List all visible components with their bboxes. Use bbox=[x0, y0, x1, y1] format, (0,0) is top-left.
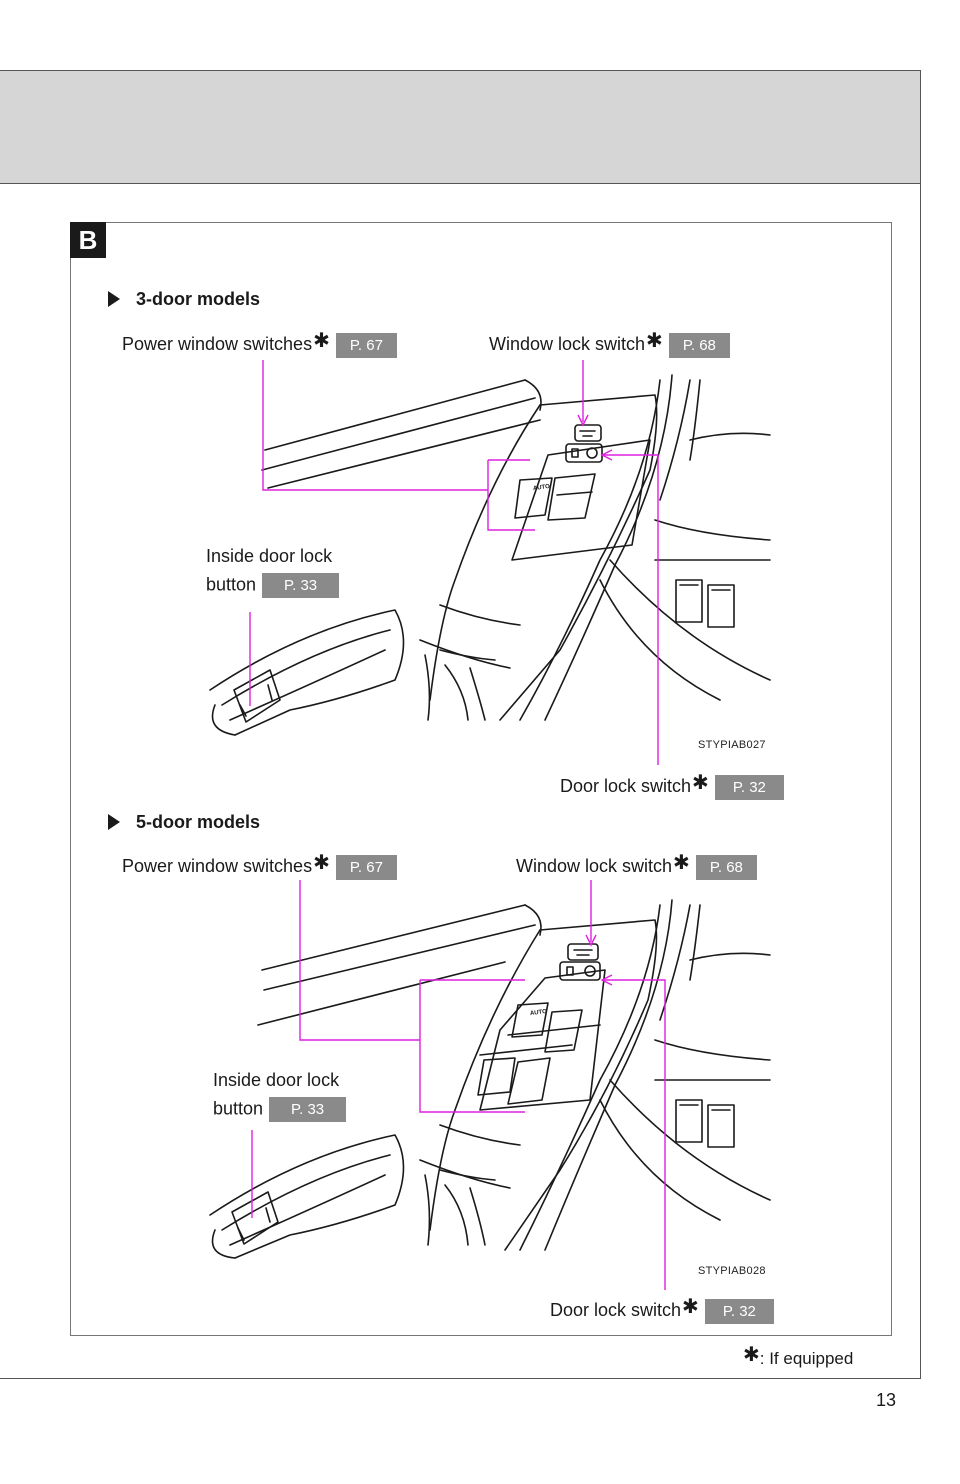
page-ref-badge[interactable]: P. 68 bbox=[668, 332, 730, 358]
callout-power-window-3door bbox=[262, 360, 488, 491]
page-frame bbox=[0, 182, 921, 1379]
footnote: ✱: If equipped bbox=[743, 1344, 854, 1368]
callout-door-lock-3door bbox=[603, 454, 659, 765]
asterisk-icon: ✱ bbox=[682, 1296, 699, 1318]
page-ref-badge[interactable]: P. 33 bbox=[262, 573, 340, 598]
callout-power-window-5door bbox=[299, 880, 420, 1041]
header-band bbox=[0, 70, 921, 184]
label-door-lock-switch-3door: Door lock switch✱P. 32 bbox=[560, 770, 784, 800]
heading-3door-models: 3-door models bbox=[108, 289, 260, 310]
page-ref-badge[interactable]: P. 32 bbox=[714, 774, 784, 800]
figure-code-5door: STYPIAB028 bbox=[698, 1265, 766, 1277]
figure-code-3door: STYPIAB027 bbox=[698, 739, 766, 751]
asterisk-icon: ✱ bbox=[743, 1344, 760, 1366]
label-window-lock-switch-3door: Window lock switch✱P. 68 bbox=[489, 328, 730, 358]
asterisk-icon: ✱ bbox=[313, 330, 330, 352]
page-ref-badge[interactable]: P. 32 bbox=[704, 1298, 774, 1324]
label-power-window-switches-5door: Power window switches✱P. 67 bbox=[122, 850, 397, 880]
asterisk-icon: ✱ bbox=[692, 772, 709, 794]
page-ref-badge[interactable]: P. 67 bbox=[335, 854, 397, 880]
triangle-bullet-icon bbox=[108, 814, 120, 830]
asterisk-icon: ✱ bbox=[673, 852, 690, 874]
heading-5door-models: 5-door models bbox=[108, 812, 260, 833]
triangle-bullet-icon bbox=[108, 291, 120, 307]
page-ref-badge[interactable]: P. 33 bbox=[269, 1097, 347, 1122]
asterisk-icon: ✱ bbox=[313, 852, 330, 874]
label-power-window-switches-3door: Power window switches✱P. 67 bbox=[122, 328, 397, 358]
page-number: 13 bbox=[876, 1390, 897, 1410]
section-badge: B bbox=[70, 222, 106, 258]
page-ref-badge[interactable]: P. 68 bbox=[695, 854, 757, 880]
callout-door-lock-5door bbox=[603, 979, 666, 1290]
door-panel-illustration-3door bbox=[209, 374, 771, 736]
door-panel-illustration-5door bbox=[209, 899, 771, 1259]
label-door-lock-switch-5door: Door lock switch✱P. 32 bbox=[550, 1294, 774, 1324]
asterisk-icon: ✱ bbox=[646, 330, 663, 352]
label-window-lock-switch-5door: Window lock switch✱P. 68 bbox=[516, 850, 757, 880]
callout-lines bbox=[249, 360, 666, 1290]
section-box bbox=[70, 222, 892, 1336]
page-ref-badge[interactable]: P. 67 bbox=[335, 332, 397, 358]
